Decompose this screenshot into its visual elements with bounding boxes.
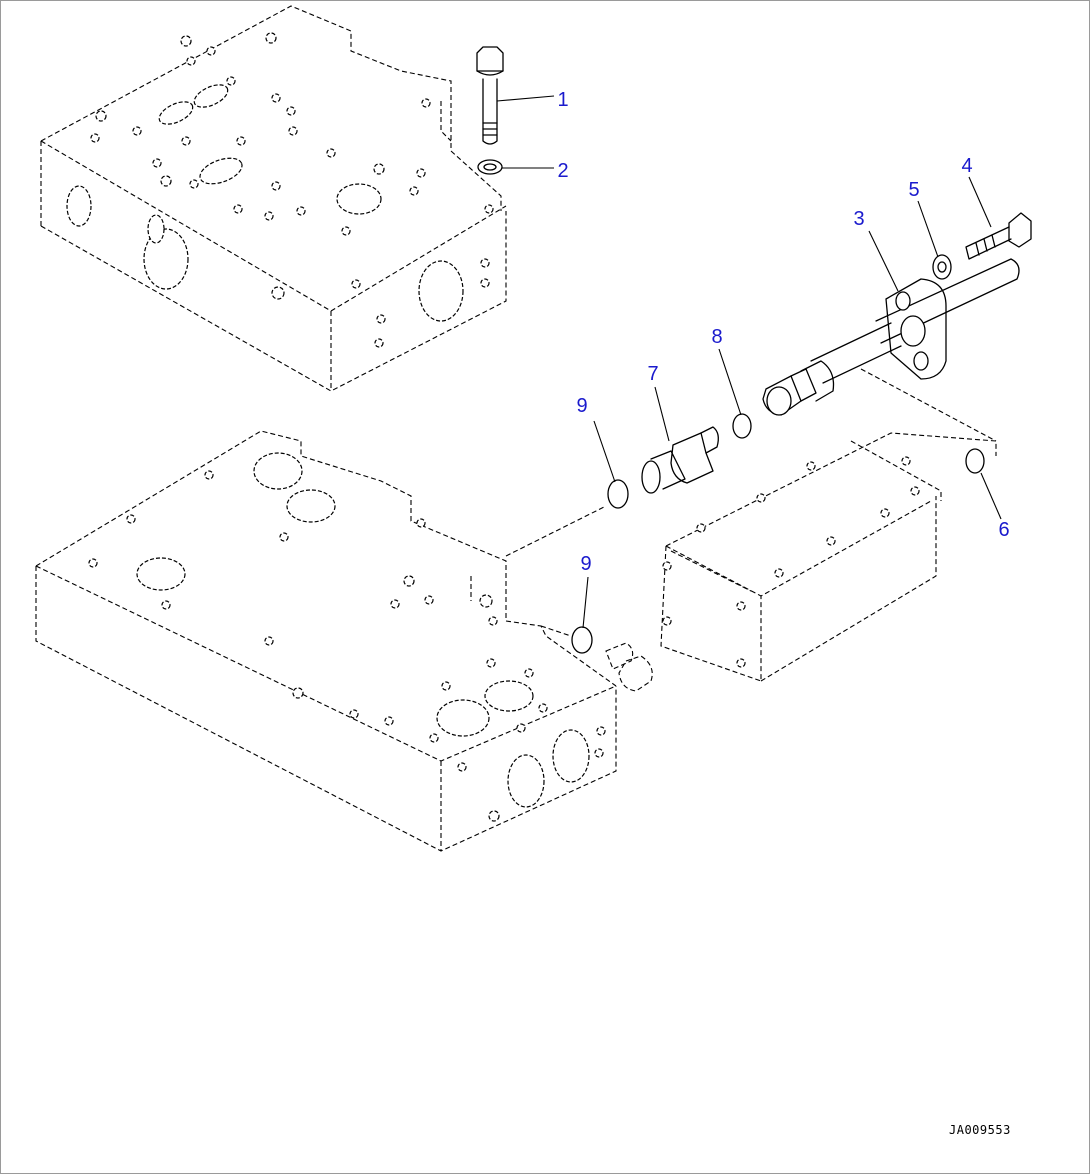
part-9-o-ring-upper — [607, 479, 629, 509]
right-valve-block — [660, 368, 997, 682]
leader-lines — [496, 95, 1002, 629]
callout-6: 6 — [998, 519, 1010, 541]
drawing-code: JA009553 — [949, 1123, 1011, 1137]
callout-3: 3 — [853, 208, 865, 230]
part-3-hose-assembly — [762, 258, 1020, 416]
part-9-o-ring-lower — [571, 626, 593, 654]
part-7-adapter — [641, 426, 719, 494]
part-1-bolt — [476, 46, 504, 145]
part-4-bolt — [965, 212, 1032, 260]
callout-5: 5 — [908, 179, 920, 201]
callout-2: 2 — [557, 160, 569, 182]
part-2-washer — [477, 159, 503, 175]
assembly-lines — [505, 505, 607, 637]
part-5-washer — [932, 254, 952, 280]
callout-7: 7 — [647, 363, 659, 385]
part-8-o-ring — [732, 413, 752, 439]
callout-8: 8 — [711, 326, 723, 348]
part-6-o-ring — [965, 448, 985, 474]
callout-9-lower: 9 — [580, 553, 592, 575]
plug — [605, 642, 653, 692]
callout-9-upper: 9 — [576, 395, 588, 417]
lower-valve-body — [35, 430, 617, 852]
callout-1: 1 — [557, 89, 569, 111]
callout-4: 4 — [961, 155, 973, 177]
upper-valve-body — [40, 5, 507, 392]
